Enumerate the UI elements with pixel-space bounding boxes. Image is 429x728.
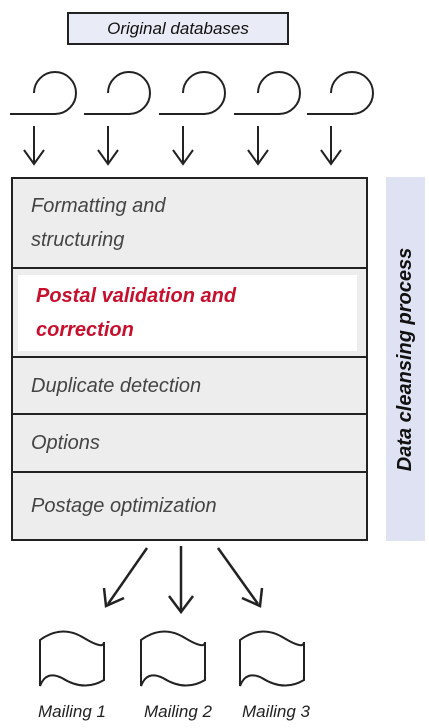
arrow-out-right	[216, 547, 264, 608]
arrow-down-icon	[247, 126, 269, 166]
mailing-label: Mailing 2	[143, 702, 213, 721]
arrow-down-icon	[97, 126, 119, 166]
arrow-out-center	[168, 546, 194, 615]
process-side-label: Data cleansing process	[386, 177, 425, 541]
document-icon	[140, 630, 206, 687]
database-reel-icon	[84, 71, 151, 115]
mailing-label: Mailing 1	[37, 702, 107, 721]
arrow-down-icon	[23, 126, 45, 166]
arrow-down-icon	[172, 126, 194, 166]
step-postal-validation: Postal validation and correction	[18, 275, 357, 351]
step-options: Options	[13, 415, 366, 473]
process-steps: Formatting and structuring Postal valida…	[11, 177, 368, 541]
process-label: Data cleansing process	[394, 247, 416, 471]
step-duplicate-detection: Duplicate detection	[13, 358, 366, 415]
step-formatting: Formatting and structuring	[13, 179, 366, 269]
database-reel-icon	[307, 71, 374, 115]
source-label: Original databases	[107, 18, 249, 38]
source-box: Original databases	[67, 12, 289, 45]
mailing-label: Mailing 3	[241, 702, 311, 721]
step-label: Duplicate detection	[31, 374, 202, 397]
database-reel-icon	[234, 71, 301, 115]
step-label: Postal validation and correction	[36, 285, 237, 341]
step-label: Postage optimization	[31, 495, 217, 517]
step-label: Options	[31, 432, 100, 454]
document-icon	[39, 630, 105, 687]
step-postage-optimization: Postage optimization	[13, 473, 366, 539]
arrow-down-icon	[320, 126, 342, 166]
arrow-out-left	[102, 547, 149, 608]
database-reel-icon	[10, 71, 77, 115]
document-icon	[239, 630, 305, 687]
step-label: Formatting and structuring	[31, 195, 166, 251]
divider	[13, 356, 366, 358]
database-reel-icon	[159, 71, 226, 115]
